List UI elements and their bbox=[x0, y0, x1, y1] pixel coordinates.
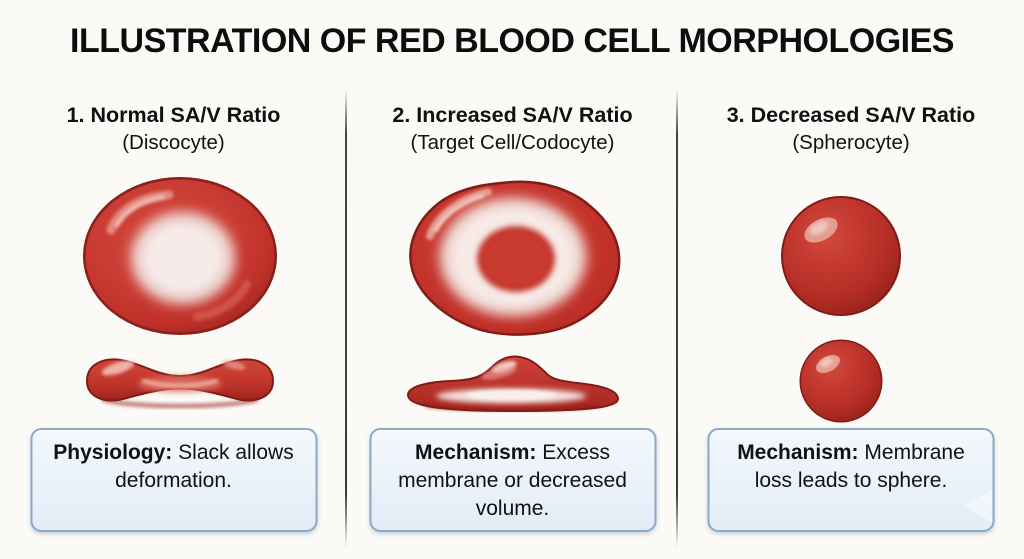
column-divider bbox=[676, 88, 678, 548]
caption-box-mechanism: Mechanism: Membrane loss leads to sphere… bbox=[707, 428, 995, 532]
caption-label: Physiology: bbox=[53, 441, 173, 464]
column-header: 2. Increased SA/V Ratio (Target Cell/Cod… bbox=[347, 88, 678, 156]
column-heading: 3. Decreased SA/V Ratio bbox=[726, 103, 976, 127]
cell-illustrations bbox=[347, 178, 678, 414]
caption-text: Excess membrane or decreased volume. bbox=[398, 441, 627, 520]
column-subheading: (Target Cell/Codocyte) bbox=[410, 131, 615, 154]
cell-illustrations bbox=[668, 194, 1014, 424]
column-header: 1. Normal SA/V Ratio (Discocyte) bbox=[0, 88, 347, 156]
column-heading: 1. Normal SA/V Ratio bbox=[66, 103, 281, 127]
caption-text: Membrane loss leads to sphere. bbox=[754, 441, 965, 492]
column-subheading: (Spherocyte) bbox=[792, 131, 910, 154]
column-subheading: (Discocyte) bbox=[122, 131, 225, 154]
column-header: 3. Decreased SA/V Ratio (Spherocyte) bbox=[678, 88, 1024, 156]
column-divider bbox=[345, 88, 347, 548]
target-cell-side-view-illustration bbox=[406, 355, 619, 412]
cell-illustrations bbox=[6, 176, 353, 412]
discocyte-side-view-illustration bbox=[85, 358, 274, 409]
column-spherocyte: 3. Decreased SA/V Ratio (Spherocyte) Mec… bbox=[678, 88, 1024, 550]
column-discocyte: 1. Normal SA/V Ratio (Discocyte) bbox=[0, 88, 347, 550]
target-cell-top-view-illustration bbox=[408, 180, 620, 336]
spherocyte-large-illustration bbox=[781, 196, 901, 316]
box-corner-artifact bbox=[964, 488, 993, 524]
caption-text: Slack allows deformation. bbox=[115, 441, 294, 492]
column-heading: 2. Increased SA/V Ratio bbox=[392, 103, 633, 127]
spherocyte-small-illustration bbox=[799, 339, 883, 423]
column-target-cell: 2. Increased SA/V Ratio (Target Cell/Cod… bbox=[347, 88, 678, 550]
caption-box-mechanism: Mechanism: Excess membrane or decreased … bbox=[369, 428, 656, 532]
discocyte-top-view-illustration bbox=[82, 177, 277, 335]
caption-label: Mechanism: bbox=[737, 441, 859, 464]
caption-box-physiology: Physiology: Slack allows deformation. bbox=[30, 428, 317, 532]
caption-label: Mechanism: bbox=[415, 441, 537, 464]
page-title: ILLUSTRATION OF RED BLOOD CELL MORPHOLOG… bbox=[70, 22, 954, 60]
